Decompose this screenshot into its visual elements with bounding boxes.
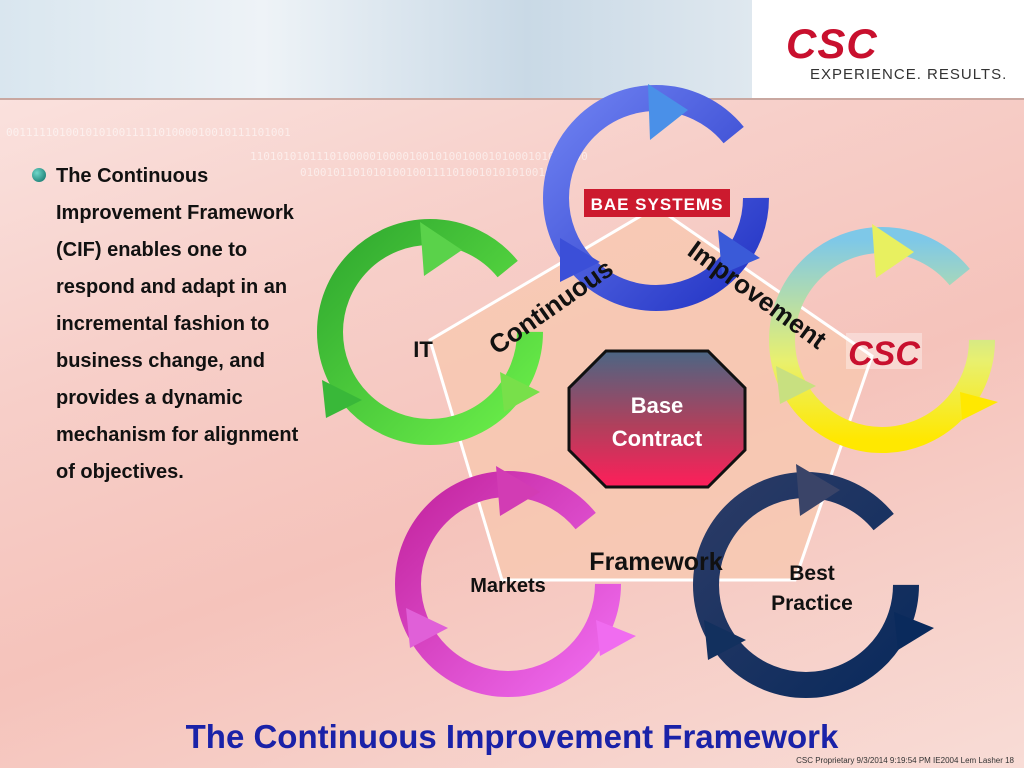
binary-decoration: 0100101101010100100111101001010101001001 — [300, 166, 565, 179]
bae-systems-logo — [584, 189, 730, 217]
cycle-arrow-icon — [543, 84, 769, 311]
center-label-1: Base — [631, 393, 684, 418]
header-divider — [0, 98, 1024, 100]
bullet-item: The Continuous Improvement Framework (CI… — [28, 158, 308, 491]
bullet-text: The Continuous Improvement Framework (CI… — [56, 165, 299, 483]
tagline: EXPERIENCE. RESULTS. — [810, 66, 1008, 83]
csc-node-logo-backing — [846, 333, 922, 369]
node-bottom-right-label-2: Practice — [771, 592, 853, 615]
cycle-arrow-icon — [317, 219, 543, 445]
bullet-list: The Continuous Improvement Framework (CI… — [28, 158, 308, 491]
arc-label-framework: Framework — [589, 548, 722, 576]
csc-logo: CSC — [786, 20, 878, 67]
binary-decoration: 0011111010010101001111101000010010111101… — [6, 126, 291, 139]
binary-decoration: 1101010101110100000100001001010010001010… — [250, 150, 588, 163]
center-label-2: Contract — [612, 426, 703, 451]
slide-title: The Continuous Improvement Framework — [185, 718, 839, 755]
base-contract-octagon — [567, 349, 747, 489]
header-logo-area — [752, 0, 1024, 98]
header-band — [0, 0, 752, 98]
footer-text: CSC Proprietary 9/3/2014 9:19:54 PM IE20… — [796, 756, 1014, 765]
node-bottom-left-label: Markets — [470, 575, 546, 597]
node-right-label: CSC — [848, 335, 920, 373]
cycle-arrow-icon — [769, 224, 998, 453]
node-bottom-right-label-1: Best — [789, 562, 835, 585]
node-top-label: BAE SYSTEMS — [591, 195, 724, 214]
cycle-arrow-icon — [395, 466, 636, 697]
cycle-arrow-icon — [693, 464, 934, 698]
node-left-label: IT — [413, 337, 433, 362]
bullet-dot-icon — [32, 168, 46, 182]
